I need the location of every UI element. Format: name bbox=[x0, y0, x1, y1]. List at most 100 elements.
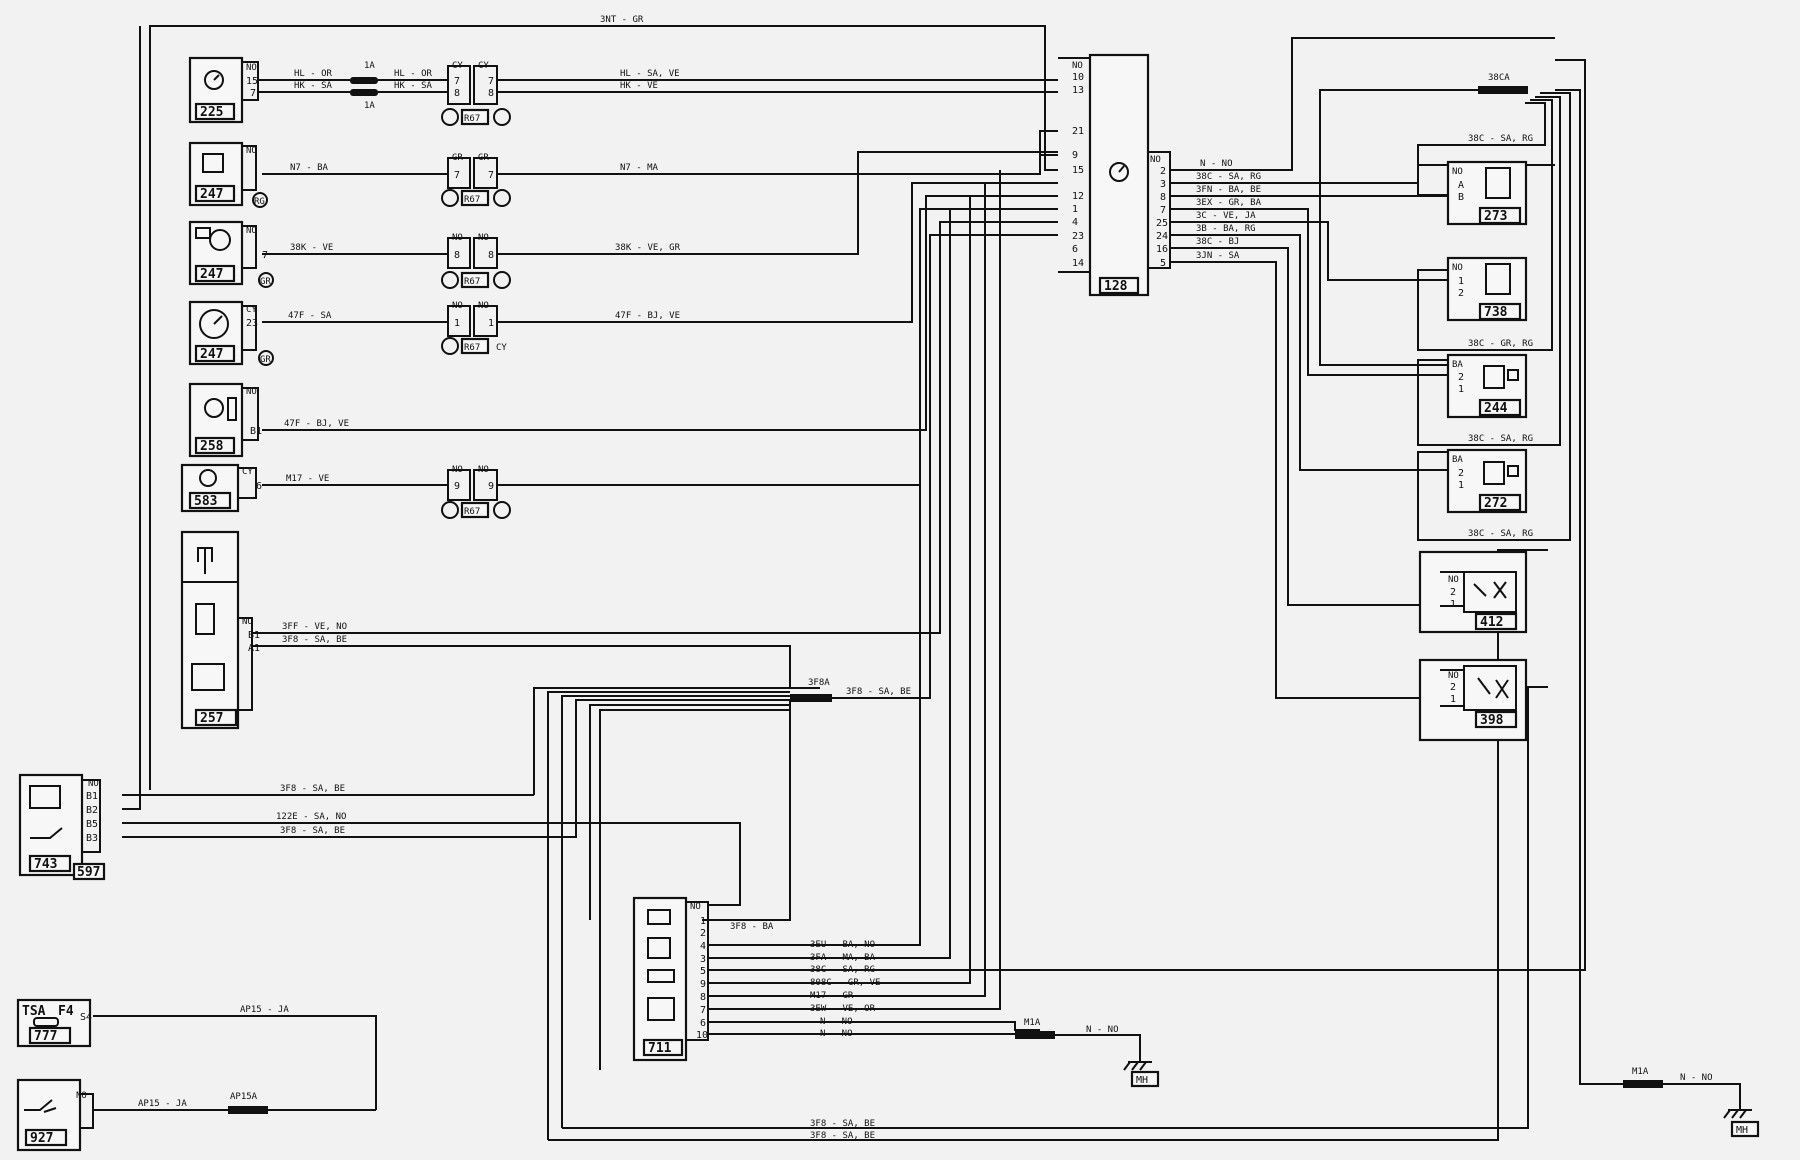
component-225-number: 225 bbox=[200, 105, 223, 120]
r67-3-pin-r: 8 bbox=[488, 250, 494, 261]
pin-247-c-23: 23 bbox=[246, 318, 258, 329]
r67-2-pin-l: 7 bbox=[454, 170, 460, 181]
pin-398-1: 1 bbox=[1450, 694, 1456, 705]
r67-4-label-l: NO bbox=[452, 301, 463, 311]
pin-128-r16: 16 bbox=[1156, 244, 1168, 255]
splice-m1a-1-label: M1A bbox=[1024, 1018, 1041, 1028]
connector-244-label: BA bbox=[1452, 360, 1463, 370]
component-128: 128 NO 10 13 21 9 15 12 1 4 23 6 14 NO 2… bbox=[1058, 53, 1171, 297]
fuse-f4-label: F4 bbox=[58, 1004, 74, 1019]
component-597-number: 597 bbox=[77, 865, 100, 880]
pin-711-2: 2 bbox=[700, 928, 706, 939]
r67-1-pin8-r: 8 bbox=[488, 88, 494, 99]
component-743-number: 743 bbox=[34, 857, 57, 872]
pin-257-a1: A1 bbox=[248, 643, 260, 654]
pin-711-6: 6 bbox=[700, 1018, 706, 1029]
wire-label-38k-ve-gr: 38K - VE, GR bbox=[615, 243, 681, 253]
r67-5-label-r: NO bbox=[478, 465, 489, 475]
r67-connectors: CY CY 7 7 8 8 R67 GR GR 7 7 R67 NO NO 8 … bbox=[441, 61, 511, 519]
r67-3-pin-l: 8 bbox=[454, 250, 460, 261]
pin-247-b-7: 7 bbox=[262, 250, 268, 261]
r67-4-label-r: NO bbox=[478, 301, 489, 311]
component-257-number: 257 bbox=[200, 711, 223, 726]
wire-label-n-no-4: N - NO bbox=[1680, 1073, 1713, 1083]
pin-743-b3: B3 bbox=[86, 833, 98, 844]
r67-4-tag: R67 bbox=[464, 343, 480, 353]
wire-label-n-no-1: N - NO bbox=[820, 1017, 853, 1027]
pin-398-2: 2 bbox=[1450, 682, 1456, 693]
connector-247-b-gr: GR bbox=[260, 277, 271, 287]
pin-711-10: 10 bbox=[696, 1030, 708, 1041]
wire-label-3fa: 3FA - MA, BA bbox=[810, 953, 876, 963]
component-777: TSA F4 777 S4 bbox=[16, 998, 92, 1048]
r67-4-pin-l: 1 bbox=[454, 318, 460, 329]
pin-711-1: 1 bbox=[700, 916, 706, 927]
pin-711-5: 5 bbox=[700, 966, 706, 977]
fuse-1a-top bbox=[350, 77, 378, 84]
pin-128-r5: 5 bbox=[1160, 258, 1166, 269]
splice-3f8a-label: 3F8A bbox=[808, 678, 830, 688]
pin-412-1: 1 bbox=[1450, 599, 1456, 610]
connector-412-label: NO bbox=[1448, 575, 1459, 585]
pin-128-21: 21 bbox=[1072, 126, 1084, 137]
ground-mh-2: MH bbox=[1723, 1109, 1760, 1138]
component-412-number: 412 bbox=[1480, 615, 1503, 630]
splice-3f8a bbox=[790, 694, 832, 702]
r67-5-pin-r: 9 bbox=[488, 481, 494, 492]
pin-128-r24: 24 bbox=[1156, 231, 1168, 242]
wire-label-hl-sa-ve: HL - SA, VE bbox=[620, 69, 680, 79]
wire-label-n-no-2: N - NO bbox=[820, 1029, 853, 1039]
ground-mh-2-label: MH bbox=[1736, 1125, 1748, 1136]
wire-label-3jn: 3JN - SA bbox=[1196, 251, 1240, 261]
pin-738-2: 2 bbox=[1458, 288, 1464, 299]
splice-ap15a-label: AP15A bbox=[230, 1092, 258, 1102]
wire-label-hk-sa-2: HK - SA bbox=[394, 81, 433, 91]
wire-label-3f8-sa-be-1: 3F8 - SA, BE bbox=[282, 635, 347, 645]
wire-label-3ff-ve-no: 3FF - VE, NO bbox=[282, 622, 347, 632]
pin-128-23: 23 bbox=[1072, 231, 1084, 242]
component-247-c-number: 247 bbox=[200, 347, 223, 362]
component-257: 257 NO B1 A1 bbox=[180, 530, 260, 730]
splice-38ca-label: 38CA bbox=[1488, 73, 1510, 83]
fuse-tsa-label: TSA bbox=[22, 1004, 46, 1019]
wire-label-ap15-ja-2: AP15 - JA bbox=[138, 1099, 187, 1109]
connector-927-label: NO bbox=[76, 1091, 87, 1101]
connector-128-left-label: NO bbox=[1072, 61, 1083, 71]
wire-label-3f8-sa-be-5: 3F8 - SA, BE bbox=[810, 1119, 875, 1129]
wire-label-47f-bj-ve-2: 47F - BJ, VE bbox=[284, 419, 349, 429]
pin-273-b: B bbox=[1458, 192, 1464, 203]
r67-5-label-l: NO bbox=[452, 465, 463, 475]
pin-225-7: 7 bbox=[250, 88, 256, 99]
r67-1-label-l: CY bbox=[452, 61, 463, 71]
wire-label-38c-sa-rg-272: 38C - SA, RG bbox=[1468, 434, 1533, 444]
component-583: 583 CY 6 bbox=[180, 463, 262, 513]
component-247-b-number: 247 bbox=[200, 267, 223, 282]
component-247-a-number: 247 bbox=[200, 187, 223, 202]
r67-1-pin7-l: 7 bbox=[454, 76, 460, 87]
wire-label-38c-sa-rg-273: 38C - SA, RG bbox=[1468, 134, 1533, 144]
pin-272-1: 1 bbox=[1458, 480, 1464, 491]
pin-743-b5: B5 bbox=[86, 819, 98, 830]
component-777-number: 777 bbox=[34, 1029, 57, 1044]
splice-m1a-2-label: M1A bbox=[1632, 1067, 1649, 1077]
r67-1-pin7-r: 7 bbox=[488, 76, 494, 87]
component-244-number: 244 bbox=[1484, 401, 1508, 416]
pin-272-2: 2 bbox=[1458, 468, 1464, 479]
r67-5-tag: R67 bbox=[464, 507, 480, 517]
component-398: 398 NO 2 1 bbox=[1418, 658, 1528, 742]
r67-2-tag: R67 bbox=[464, 195, 480, 205]
wire-label-m17-gr: M17 - GR bbox=[810, 991, 854, 1001]
pin-412-2: 2 bbox=[1450, 587, 1456, 598]
wire-label-hk-sa-1: HK - SA bbox=[294, 81, 333, 91]
component-273-number: 273 bbox=[1484, 209, 1507, 224]
wire-label-38c-bj: 38C - BJ bbox=[1196, 237, 1239, 247]
pin-128-15: 15 bbox=[1072, 165, 1084, 176]
wire-label-hl-or-1: HL - OR bbox=[294, 69, 333, 79]
pin-273-a: A bbox=[1458, 180, 1464, 191]
pin-777-s4: S4 bbox=[80, 1012, 92, 1023]
r67-1-pin8-l: 8 bbox=[454, 88, 460, 99]
wire-label-38c-sa-rg-128: 38C - SA, RG bbox=[1196, 172, 1261, 182]
wire-label-ap15-ja-1: AP15 - JA bbox=[240, 1005, 289, 1015]
pin-128-13: 13 bbox=[1072, 85, 1084, 96]
wire-label-hl-or-2: HL - OR bbox=[394, 69, 433, 79]
